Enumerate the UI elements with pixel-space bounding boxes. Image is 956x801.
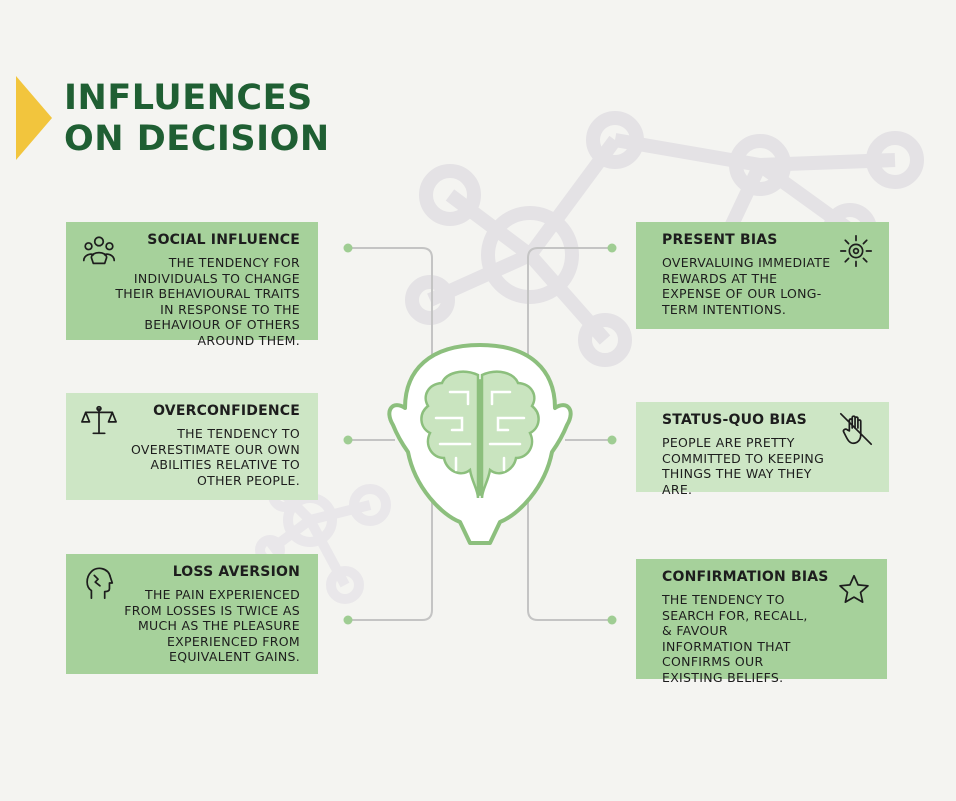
head-brain-illustration xyxy=(387,343,573,545)
sun-gear-icon xyxy=(837,232,875,270)
card-title: OVERCONFIDENCE xyxy=(153,403,300,419)
title-line-2: ON DECISION xyxy=(64,119,330,159)
card-title: LOSS AVERSION xyxy=(172,564,300,580)
card-description: THE PAIN EXPERIENCED FROM LOSSES IS TWIC… xyxy=(124,587,300,664)
people-group-icon xyxy=(80,232,118,270)
balance-scale-icon xyxy=(80,401,118,439)
infographic-title: INFLUENCES ON DECISION xyxy=(64,78,330,160)
no-hand-icon xyxy=(837,410,875,448)
card-description: THE TENDENCY TO OVERESTIMATE OUR OWN ABI… xyxy=(131,426,300,488)
card-description: THE TENDENCY FOR INDIVIDUALS TO CHANGE T… xyxy=(115,255,300,348)
card-description: OVERVALUING IMMEDIATE REWARDS AT THE EXP… xyxy=(662,255,831,317)
brain-left-hemisphere xyxy=(420,370,480,499)
card-status-quo-bias: STATUS-QUO BIAS PEOPLE ARE PRETTY COMMIT… xyxy=(636,402,889,497)
brain-right-hemisphere xyxy=(480,370,540,499)
connector-dots xyxy=(343,243,617,625)
card-loss-aversion: LOSS AVERSION THE PAIN EXPERIENCED FROM … xyxy=(66,554,318,674)
title-line-1: INFLUENCES xyxy=(64,78,313,118)
card-description: THE TENDENCY TO SEARCH FOR, RECALL, & FA… xyxy=(662,592,808,685)
card-description: PEOPLE ARE PRETTY COMMITTED TO KEEPING T… xyxy=(662,435,825,497)
title-arrow-marker xyxy=(16,76,52,160)
card-overconfidence: OVERCONFIDENCE THE TENDENCY TO OVERESTIM… xyxy=(66,393,318,500)
card-title: CONFIRMATION BIAS xyxy=(662,569,829,585)
card-title: STATUS-QUO BIAS xyxy=(662,412,807,428)
star-icon xyxy=(835,571,873,609)
card-confirmation-bias: CONFIRMATION BIAS THE TENDENCY TO SEARCH… xyxy=(636,559,887,685)
card-title: PRESENT BIAS xyxy=(662,232,778,248)
card-title: SOCIAL INFLUENCE xyxy=(147,232,300,248)
brain-folds xyxy=(434,379,526,496)
card-social-influence: SOCIAL INFLUENCE THE TENDENCY FOR INDIVI… xyxy=(66,222,318,348)
card-present-bias: PRESENT BIAS OVERVALUING IMMEDIATE REWAR… xyxy=(636,222,889,329)
head-profile-icon xyxy=(80,564,118,602)
